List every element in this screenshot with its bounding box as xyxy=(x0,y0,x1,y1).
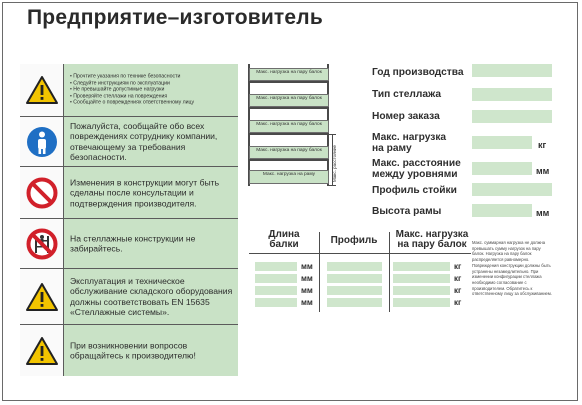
safety-text-no-climbing: На стеллажные конструкции не забирайтесь… xyxy=(70,233,196,254)
table-header-profile: Профиль xyxy=(330,235,378,246)
rack-beam-level: Макс. нагрузка на пару балок xyxy=(249,94,329,107)
dimension-tick xyxy=(329,134,336,135)
table-unit-mm: мм xyxy=(301,286,313,295)
table-cell-load[interactable] xyxy=(393,298,450,307)
safety-text-questions: При возникновении вопросов обращайтесь к… xyxy=(70,340,196,361)
table-cell-load[interactable] xyxy=(393,274,450,283)
safety-row-no-climbing: На стеллажные конструкции не забирайтесь… xyxy=(20,218,238,268)
rack-diagram: Макс. нагрузка на пару балок Макс. нагру… xyxy=(246,64,346,192)
safety-row-modifications: Изменения в конструкции могут быть сдела… xyxy=(20,166,238,218)
table-unit-mm: мм xyxy=(301,298,313,307)
guideline-item: Не превышайте допустимые нагрузки xyxy=(70,87,234,94)
safety-text-report-damage: Пожалуйста, сообщайте обо всех поврежден… xyxy=(70,120,218,163)
table-cell-length[interactable] xyxy=(255,286,297,295)
table-unit-kg: кг xyxy=(454,298,462,307)
rack-shelf xyxy=(249,81,329,83)
dimension-label: Макс. расстояние xyxy=(332,144,337,182)
table-unit-kg: кг xyxy=(454,274,462,283)
rack-shelf xyxy=(249,159,329,161)
table-cell-length[interactable] xyxy=(255,262,297,271)
table-cell-load[interactable] xyxy=(393,262,450,271)
safety-panel: Прочтите указания по технике безопасност… xyxy=(20,64,238,376)
table-unit-mm: мм xyxy=(301,274,313,283)
info-person-icon xyxy=(20,117,64,166)
warning-triangle-icon xyxy=(20,269,64,324)
safety-guidelines-list: Прочтите указания по технике безопасност… xyxy=(70,74,234,107)
field-rack-type[interactable] xyxy=(472,88,552,101)
field-label-year: Год производства xyxy=(372,67,464,78)
rack-shelf xyxy=(249,133,329,135)
table-column-divider xyxy=(319,232,320,312)
fine-print-note: Макс. суммарная нагрузка не должна превы… xyxy=(472,240,552,297)
sign-frame xyxy=(2,2,578,401)
warning-triangle-icon xyxy=(20,64,64,116)
field-frame-height[interactable] xyxy=(472,204,532,217)
safety-row-guidelines: Прочтите указания по технике безопасност… xyxy=(20,64,238,116)
table-header-max-load: Макс. нагрузка на пару балок xyxy=(395,229,469,250)
page-title: Предприятие–изготовитель xyxy=(27,6,323,29)
table-header-length: Длина балки xyxy=(268,229,300,250)
table-cell-profile[interactable] xyxy=(327,274,382,283)
rack-beam-level: Макс. нагрузка на пару балок xyxy=(249,68,329,81)
prohibition-icon xyxy=(20,167,64,218)
table-divider xyxy=(249,253,471,254)
field-unit-kg: кг xyxy=(538,140,547,150)
field-frame-load[interactable] xyxy=(472,136,532,149)
field-label-upright-profile: Профиль стойки xyxy=(372,185,457,196)
rack-shelf xyxy=(249,107,329,109)
rack-beam-level: Макс. нагрузка на пару балок xyxy=(249,120,329,133)
field-label-order-number: Номер заказа xyxy=(372,111,440,122)
rack-beam-level: Макс. нагрузка на пару балок xyxy=(249,146,329,159)
no-climbing-icon xyxy=(20,219,64,268)
dimension-line xyxy=(332,134,333,186)
table-cell-load[interactable] xyxy=(393,286,450,295)
table-unit-mm: мм xyxy=(301,262,313,271)
guideline-item: Прочтите указания по технике безопасност… xyxy=(70,74,234,81)
safety-row-maintenance: Эксплуатация и техническое обслуживание … xyxy=(20,268,238,324)
safety-row-report-damage: Пожалуйста, сообщайте обо всех поврежден… xyxy=(20,116,238,166)
beam-load-table: Длина балки Профиль Макс. нагрузка на па… xyxy=(249,230,471,312)
table-cell-profile[interactable] xyxy=(327,262,382,271)
safety-text-maintenance: Эксплуатация и техническое обслуживание … xyxy=(70,275,233,318)
table-unit-kg: кг xyxy=(454,286,462,295)
field-label-level-spacing: Макс. расстояние между уровнями xyxy=(372,158,461,180)
field-label-frame-height: Высота рамы xyxy=(372,206,442,217)
field-unit-mm: мм xyxy=(536,166,550,176)
table-cell-length[interactable] xyxy=(255,298,297,307)
guideline-item: Проверяйте стеллажи на повреждения xyxy=(70,93,234,100)
beam-load-label: Макс. нагрузка на пару балок xyxy=(256,96,322,101)
warning-triangle-icon xyxy=(20,325,64,376)
table-cell-length[interactable] xyxy=(255,274,297,283)
table-cell-profile[interactable] xyxy=(327,298,382,307)
field-label-frame-load: Макс. нагрузка на раму xyxy=(372,132,447,154)
guideline-item: Сообщайте о повреждениях ответственному … xyxy=(70,100,234,107)
rack-frame-load: Макс. нагрузка на раму xyxy=(249,170,329,184)
guideline-item: Следуйте инструкциям по эксплуатации xyxy=(70,80,234,87)
table-unit-kg: кг xyxy=(454,262,462,271)
field-year[interactable] xyxy=(472,64,552,77)
dimension-tick xyxy=(329,185,336,186)
table-column-divider xyxy=(389,232,390,312)
field-upright-profile[interactable] xyxy=(472,183,552,196)
field-unit-mm: мм xyxy=(536,208,550,218)
beam-load-label: Макс. нагрузка на пару балок xyxy=(256,70,322,75)
safety-text-modifications: Изменения в конструкции могут быть сдела… xyxy=(70,176,220,208)
field-order-number[interactable] xyxy=(472,110,552,123)
field-label-rack-type: Тип стеллажа xyxy=(372,89,442,100)
table-cell-profile[interactable] xyxy=(327,286,382,295)
beam-load-label: Макс. нагрузка на пару балок xyxy=(256,148,322,153)
field-level-spacing[interactable] xyxy=(472,162,532,175)
safety-row-questions: При возникновении вопросов обращайтесь к… xyxy=(20,324,238,376)
frame-load-label: Макс. нагрузка на раму xyxy=(262,172,316,177)
beam-load-label: Макс. нагрузка на пару балок xyxy=(256,122,322,127)
